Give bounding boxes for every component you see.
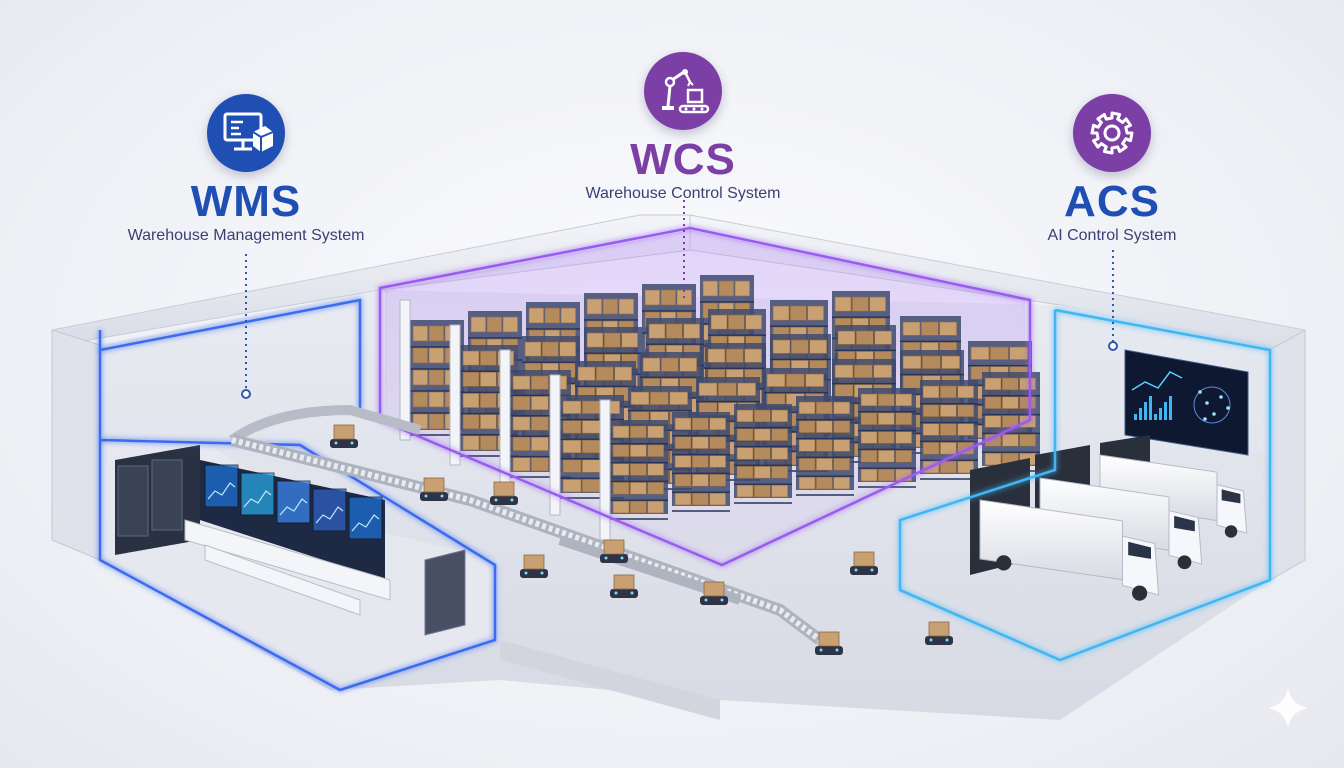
gear-icon	[1073, 94, 1151, 172]
wms-full-name: Warehouse Management System	[127, 227, 365, 244]
wcs-abbreviation: WCS	[630, 135, 736, 184]
trucks	[979, 454, 1248, 601]
robot-arm-conveyor-icon	[644, 52, 722, 130]
wcs-full-name: Warehouse Control System	[585, 185, 781, 202]
storage-racks	[399, 275, 1040, 541]
wms-abbreviation: WMS	[190, 177, 302, 226]
agv-robots	[330, 424, 953, 655]
analytics-screen	[1131, 371, 1231, 424]
computer-box-icon	[207, 94, 285, 172]
left-wall	[51, 329, 101, 561]
right-wall	[1269, 329, 1306, 581]
acs-full-name: AI Control System	[1047, 227, 1177, 244]
wms-connector-dot	[241, 389, 251, 399]
acs-zone-outline	[898, 308, 1272, 662]
wms-label: WMS Warehouse Management System	[118, 94, 374, 246]
wcs-label: WCS Warehouse Control System	[555, 52, 811, 204]
loading-pedestal	[500, 640, 720, 720]
acs-label: ACS AI Control System	[984, 94, 1240, 246]
acs-connector-dot	[1108, 341, 1118, 351]
wms-zone-outline-top	[99, 298, 362, 410]
wms-zone-outline	[98, 330, 497, 692]
sparkle-icon	[1268, 688, 1308, 728]
acs-abbreviation: ACS	[1064, 177, 1160, 226]
